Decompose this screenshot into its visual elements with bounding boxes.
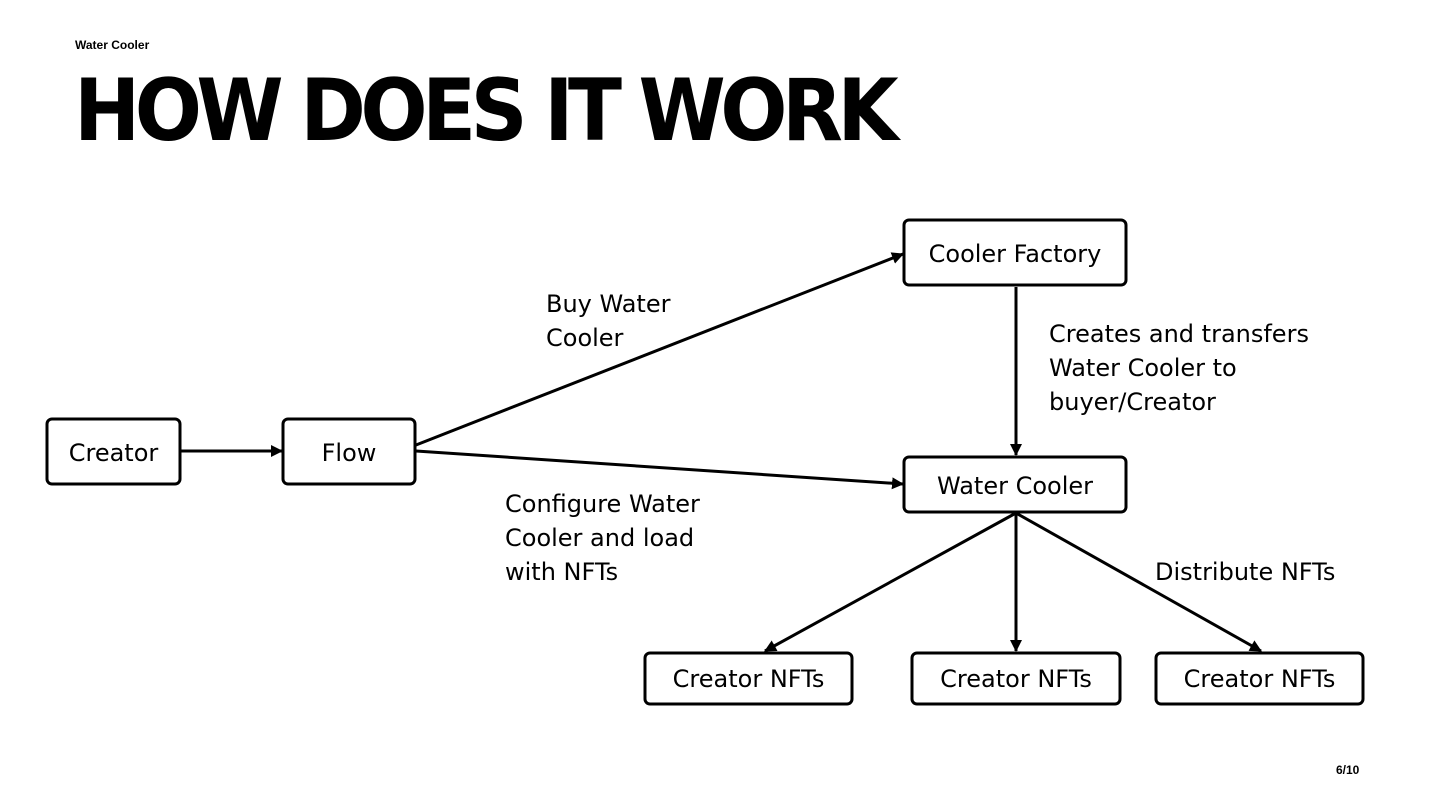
node-creator-nfts-3-label: Creator NFTs — [1184, 665, 1336, 693]
edge-label-configure-water-cooler-line-3: with NFTs — [505, 558, 618, 586]
node-water-cooler: Water Cooler — [902, 455, 1128, 514]
edge-label-creates-and-transfers-line-3: buyer/Creator — [1049, 388, 1216, 416]
node-flow: Flow — [281, 417, 417, 486]
node-cooler-factory: Cooler Factory — [902, 218, 1128, 287]
edge-flow-to-water-cooler — [415, 449, 904, 490]
edge-water-cooler-to-creator-nfts-1 — [764, 511, 1017, 653]
edge-label-configure-water-cooler-line-1: Configure Water — [505, 490, 700, 518]
edge-label-configure-water-cooler-line-2: Cooler and load — [505, 524, 694, 552]
node-creator-label: Creator — [69, 439, 159, 467]
slide-title: HOW DOES IT WORK — [74, 61, 899, 161]
edge-label-buy-water-cooler-line-1: Buy Water — [546, 290, 671, 318]
edge-label-buy-water-cooler-line-2: Cooler — [546, 324, 624, 352]
edge-flow-to-cooler-factory — [415, 252, 904, 447]
node-creator-nfts-3: Creator NFTs — [1154, 651, 1365, 706]
node-flow-label: Flow — [322, 439, 377, 467]
edge-water-cooler-to-creator-nfts-3 — [1015, 511, 1262, 653]
node-creator-nfts-2-label: Creator NFTs — [940, 665, 1092, 693]
node-creator: Creator — [45, 417, 182, 486]
edge-label-creates-and-transfers-line-1: Creates and transfers — [1049, 320, 1309, 348]
node-water-cooler-label: Water Cooler — [937, 472, 1093, 500]
node-cooler-factory-label: Cooler Factory — [929, 240, 1102, 268]
node-creator-nfts-2: Creator NFTs — [910, 651, 1122, 706]
eyebrow-label: Water Cooler — [75, 38, 150, 52]
page-number: 6/10 — [1336, 763, 1360, 777]
node-creator-nfts-1-label: Creator NFTs — [673, 665, 825, 693]
edge-label-creates-and-transfers-line-2: Water Cooler to — [1049, 354, 1237, 382]
edge-label-distribute-nfts: Distribute NFTs — [1155, 558, 1335, 586]
node-creator-nfts-1: Creator NFTs — [643, 651, 854, 706]
